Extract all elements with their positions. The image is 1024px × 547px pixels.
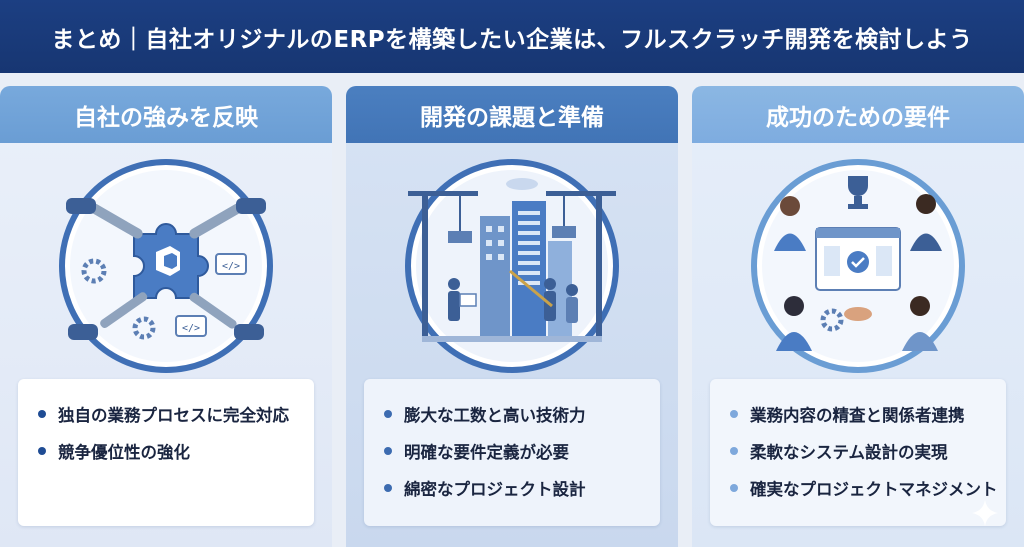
svg-text:</>: </> bbox=[182, 323, 200, 334]
bullet-dot-icon bbox=[38, 409, 46, 418]
list-item: 綿密なプロジェクト設計 bbox=[384, 469, 660, 506]
bullet-card: 膨大な工数と高い技術力 明確な要件定義が必要 綿密なプロジェクト設計 bbox=[364, 379, 660, 526]
team-collaboration-icon bbox=[748, 156, 968, 376]
bullet-dot-icon bbox=[384, 446, 392, 455]
page-title: まとめ｜自社オリジナルのERPを構築したい企業は、フルスクラッチ開発を検討しよう bbox=[0, 0, 1024, 73]
column-title: 自社の強みを反映 bbox=[0, 86, 332, 143]
list-item: 明確な要件定義が必要 bbox=[384, 432, 660, 469]
bullet-card: 独自の業務プロセスに完全対応 競争優位性の強化 bbox=[18, 379, 314, 526]
bullet-dot-icon bbox=[730, 483, 738, 492]
column-challenges: 開発の課題と準備 bbox=[346, 86, 678, 547]
column-requirements: 成功のための要件 bbox=[692, 86, 1024, 547]
list-item: 柔軟なシステム設計の実現 bbox=[730, 432, 1006, 469]
puzzle-tools-icon: </> </> bbox=[56, 156, 276, 376]
column-strengths: 自社の強みを反映 </> </> bbox=[0, 86, 332, 547]
column-title: 開発の課題と準備 bbox=[346, 86, 678, 143]
construction-site-icon bbox=[402, 156, 622, 376]
bullet-dot-icon bbox=[384, 409, 392, 418]
bullet-dot-icon bbox=[730, 446, 738, 455]
svg-text:</>: </> bbox=[222, 261, 240, 272]
column-title: 成功のための要件 bbox=[692, 86, 1024, 143]
list-item: 確実なプロジェクトマネジメント bbox=[730, 469, 1006, 506]
bullet-dot-icon bbox=[38, 446, 46, 455]
list-item: 競争優位性の強化 bbox=[38, 432, 314, 469]
bullet-dot-icon bbox=[384, 483, 392, 492]
sparkle-icon bbox=[972, 500, 998, 526]
bullet-dot-icon bbox=[730, 409, 738, 418]
bullet-card: 業務内容の精査と関係者連携 柔軟なシステム設計の実現 確実なプロジェクトマネジメ… bbox=[710, 379, 1006, 526]
list-item: 業務内容の精査と関係者連携 bbox=[730, 395, 1006, 432]
list-item: 膨大な工数と高い技術力 bbox=[384, 395, 660, 432]
list-item: 独自の業務プロセスに完全対応 bbox=[38, 395, 314, 432]
